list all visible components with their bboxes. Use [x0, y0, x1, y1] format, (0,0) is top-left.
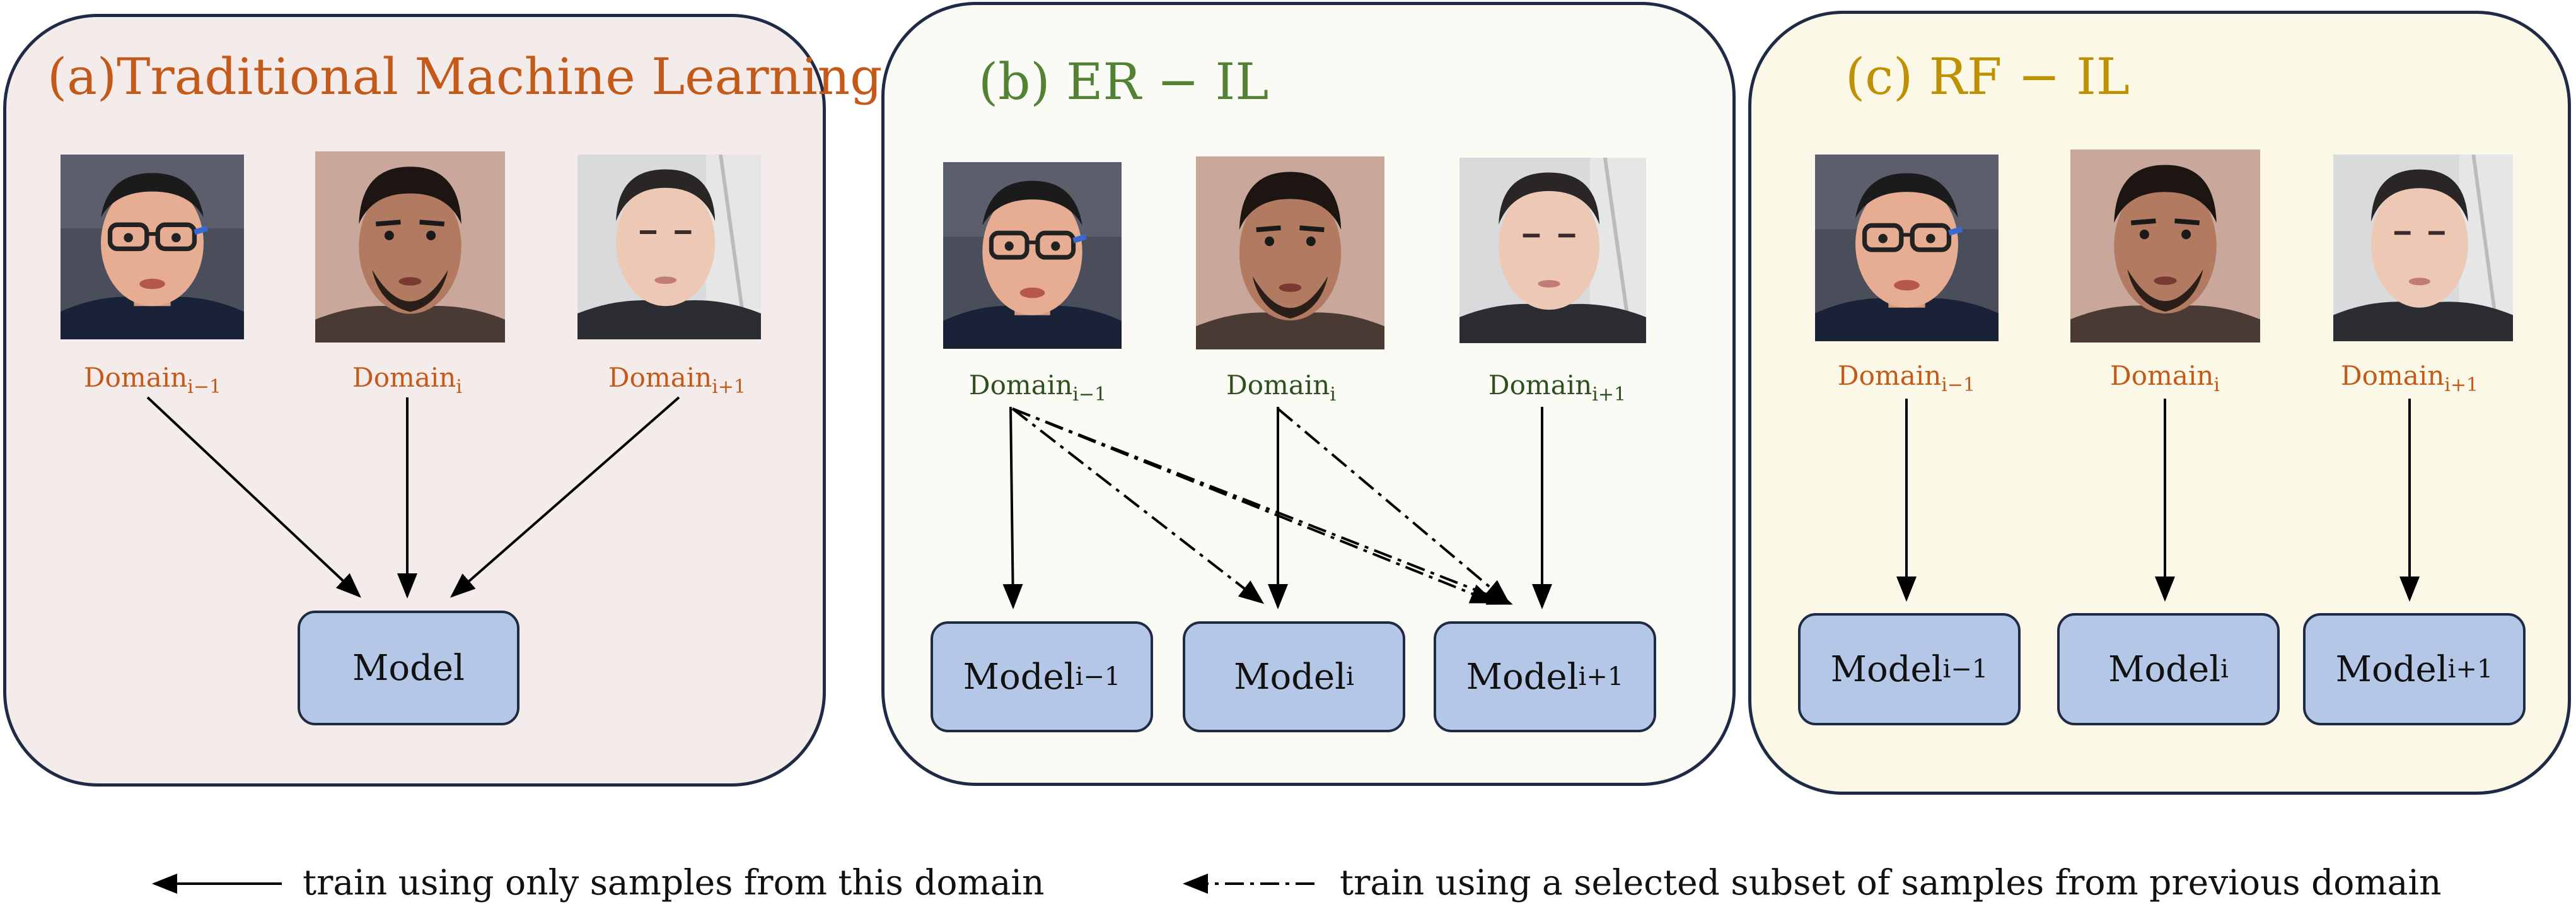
face-image-2: [1196, 156, 1384, 349]
domain-label-next: Domaini+1: [2340, 360, 2479, 396]
panel-c-title: (c) RF − IL: [1845, 47, 2130, 106]
domain-label-current: Domaini: [352, 362, 462, 398]
domain-label-current: Domaini: [1226, 370, 1336, 406]
face-image-3: [577, 155, 761, 339]
panel-a-title: (a)Traditional Machine Learning: [47, 47, 883, 106]
face-image-2: [315, 151, 505, 342]
face-image-1: [61, 155, 244, 339]
legend-dashdot-label: train using a selected subset of samples…: [1340, 862, 2442, 903]
face-image-3: [2333, 155, 2513, 341]
domain-label-next: Domaini+1: [608, 362, 746, 398]
face-image-3: [1459, 158, 1646, 343]
domain-label-next: Domaini+1: [1488, 370, 1627, 406]
domain-label-prev: Domaini−1: [1837, 360, 1976, 396]
legend-solid-label: train using only samples from this domai…: [303, 862, 1045, 903]
domain-label-prev: Domaini−1: [968, 370, 1107, 406]
panel-b-title: (b) ER − IL: [978, 52, 1269, 111]
face-image-2: [2070, 149, 2260, 342]
face-image-1: [943, 162, 1122, 349]
face-image-1: [1815, 155, 1999, 341]
domain-label-current: Domaini: [2110, 360, 2220, 396]
model-box: Model: [298, 611, 519, 725]
domain-label-prev: Domaini−1: [83, 362, 222, 398]
